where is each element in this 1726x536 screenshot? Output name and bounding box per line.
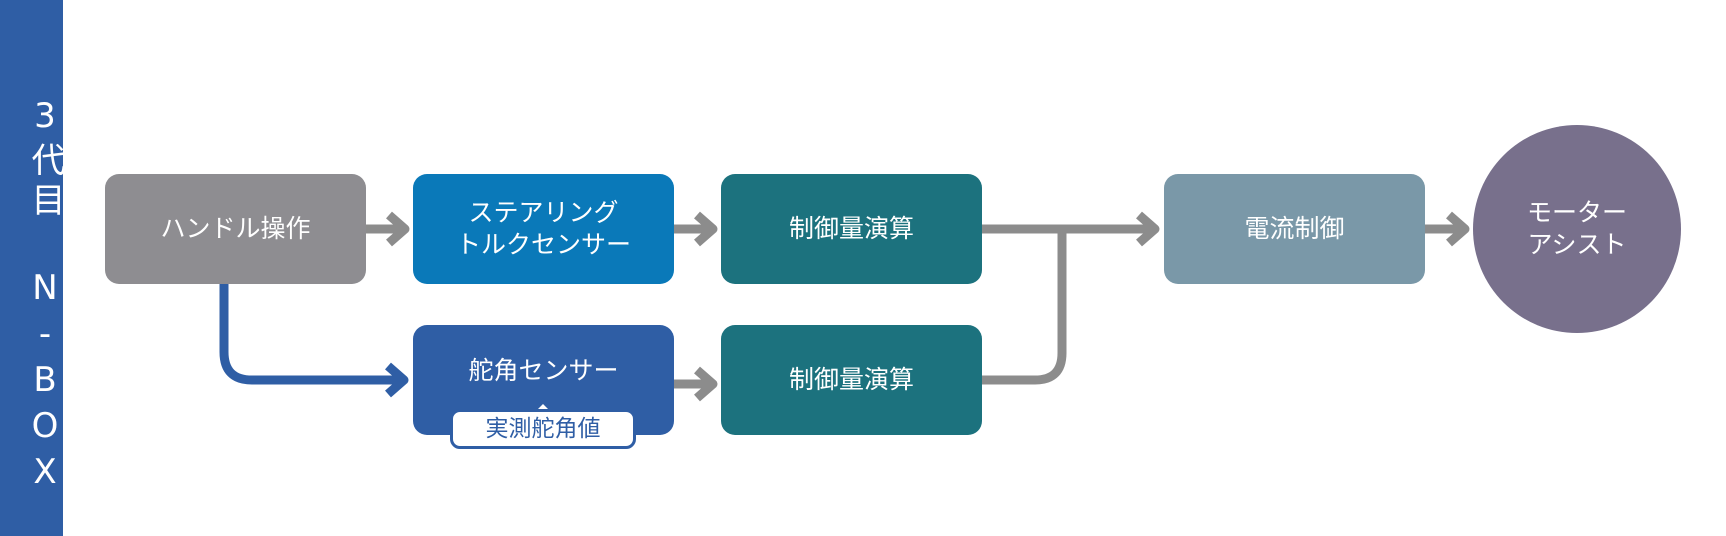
- control-calc-lower-label: 制御量演算: [788, 365, 914, 394]
- current-control-node: 電流制御: [1164, 174, 1425, 284]
- current-control-label: 電流制御: [1244, 214, 1345, 243]
- measured-angle-callout: 実測舵角値: [450, 409, 636, 449]
- torque-sensor-node: ステアリング トルクセンサー: [413, 174, 674, 284]
- arrowhead-angle-to-calc-lower: [694, 366, 718, 402]
- control-calc-upper-label: 制御量演算: [788, 214, 914, 243]
- handle-operation-label: ハンドル操作: [160, 214, 311, 243]
- callout-pointer-fill: [534, 404, 552, 413]
- connector-calc-lower-merge: [982, 229, 1067, 385]
- arrowhead-torque-to-calc-upper: [694, 211, 718, 247]
- control-calc-upper-node: 制御量演算: [721, 174, 982, 284]
- torque-sensor-label: ステアリング トルクセンサー: [455, 198, 631, 259]
- sidebar-title: 3代目 N-BOX: [25, 96, 65, 498]
- connector-handle-to-angle: [219, 284, 398, 385]
- motor-assist-label: モーター アシスト: [1526, 198, 1627, 259]
- arrowhead-handle-to-torque: [386, 211, 410, 247]
- steering-angle-sensor-label: 舵角センサー: [468, 356, 619, 385]
- arrowhead-current-to-motor: [1446, 211, 1470, 247]
- handle-operation-node: ハンドル操作: [105, 174, 366, 284]
- motor-assist-node: モーター アシスト: [1473, 125, 1681, 333]
- arrowhead-handle-to-angle: [385, 362, 409, 398]
- sidebar-band: 3代目 N-BOX: [0, 0, 65, 536]
- control-calc-lower-node: 制御量演算: [721, 325, 982, 435]
- arrowhead-calc-upper-to-current: [1136, 211, 1160, 247]
- measured-angle-label: 実測舵角値: [485, 416, 601, 442]
